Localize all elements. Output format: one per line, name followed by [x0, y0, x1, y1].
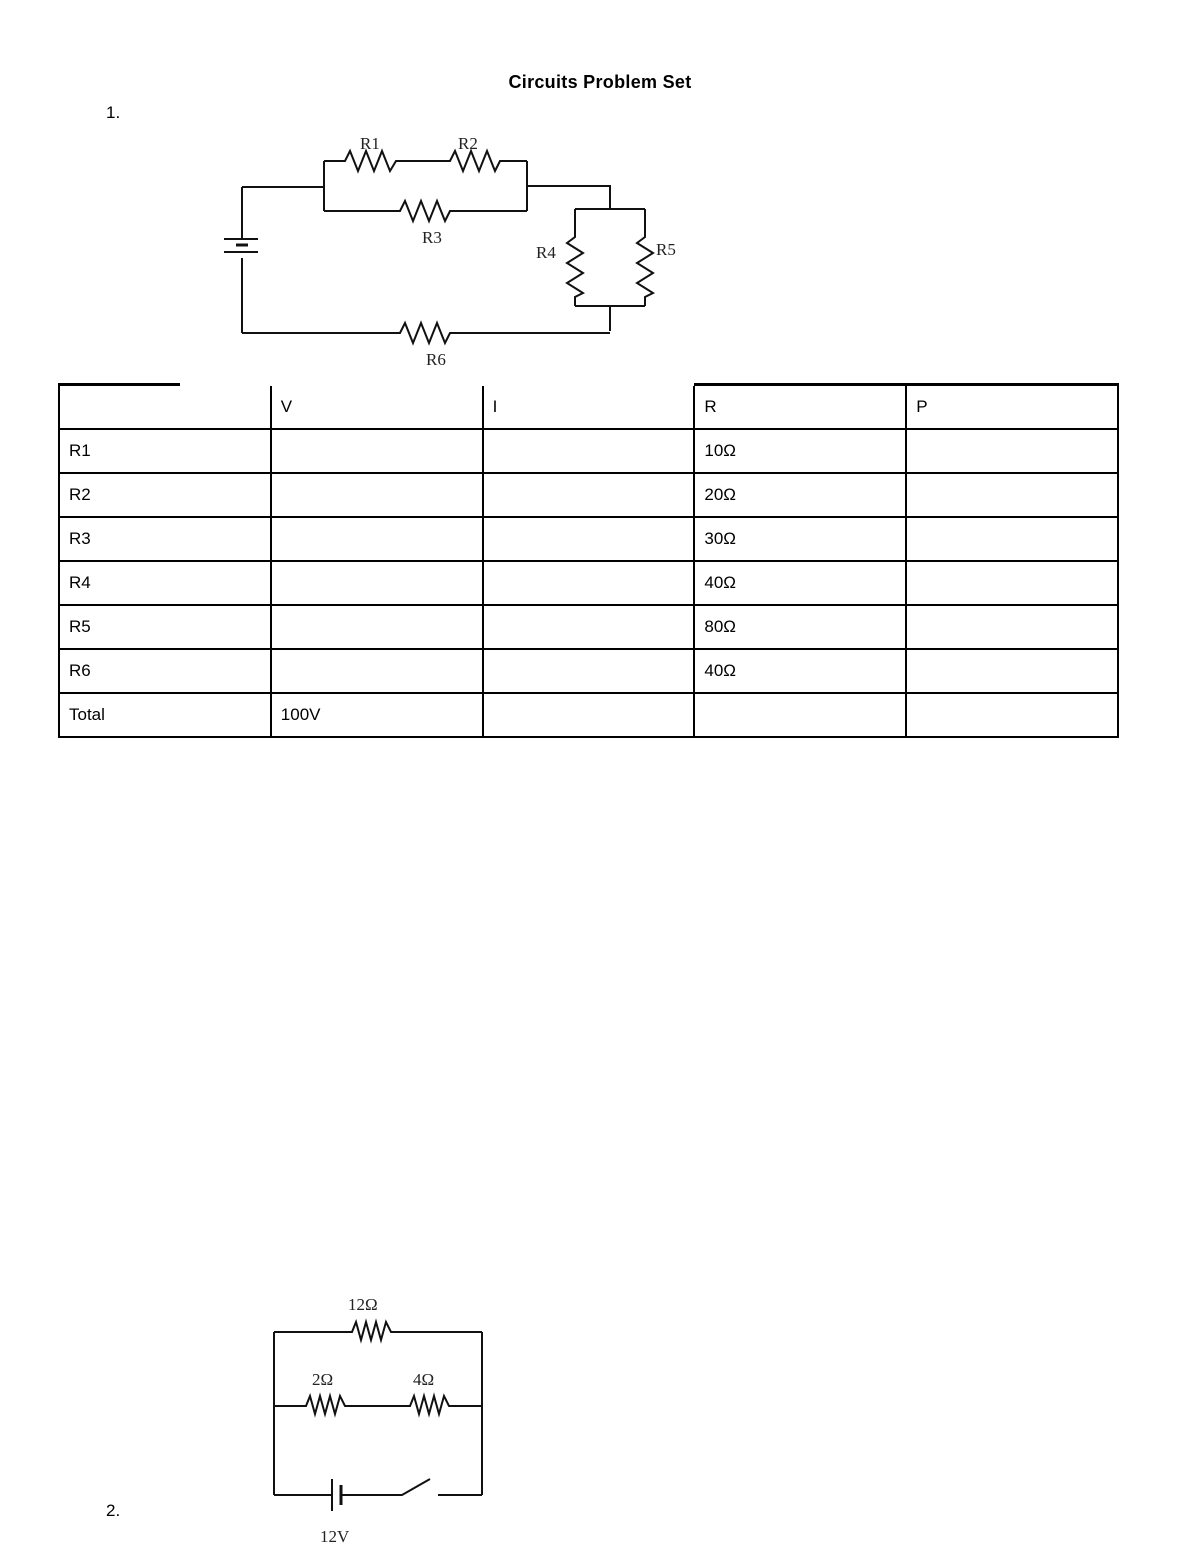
- resistor-12-label: 12Ω: [348, 1295, 378, 1314]
- cell-current: [481, 560, 696, 606]
- header-resistance: R: [693, 383, 908, 430]
- header-voltage: V: [269, 383, 484, 430]
- cell-voltage: 100V: [269, 692, 484, 738]
- cell-voltage: [269, 516, 484, 562]
- cell-current: [481, 648, 696, 694]
- circuit-diagram-1: R1 R2 R3 R4 R5 R6: [200, 115, 700, 375]
- r6-label: R6: [426, 350, 446, 369]
- cell-current: [481, 692, 696, 738]
- cell-power: [905, 648, 1119, 694]
- cell-current: [481, 428, 696, 474]
- header-power: P: [905, 383, 1119, 430]
- cell-power: [905, 428, 1119, 474]
- circuit-diagram-2: 12Ω 2Ω 4Ω 12V: [260, 1285, 500, 1550]
- r2-label: R2: [458, 134, 478, 153]
- cell-current: [481, 604, 696, 650]
- cell-resistance: 10Ω: [693, 428, 908, 474]
- cell-current: [481, 472, 696, 518]
- table-row: R5 80Ω: [58, 604, 1119, 650]
- cell-voltage: [269, 428, 484, 474]
- cell-voltage: [269, 604, 484, 650]
- cell-voltage: [269, 648, 484, 694]
- resistor-2-label: 2Ω: [312, 1370, 333, 1389]
- cell-resistance: 40Ω: [693, 560, 908, 606]
- switch-icon: [341, 1478, 431, 1496]
- table-row-total: Total 100V: [58, 692, 1119, 738]
- header-blank: [58, 383, 272, 430]
- cell-voltage: [269, 472, 484, 518]
- cell-power: [905, 692, 1119, 738]
- cell-current: [481, 516, 696, 562]
- table-row: R4 40Ω: [58, 560, 1119, 606]
- table-row: R3 30Ω: [58, 516, 1119, 562]
- header-current: I: [481, 383, 696, 430]
- table-row: R6 40Ω: [58, 648, 1119, 694]
- battery-icon: [224, 187, 258, 333]
- row-label: R5: [58, 604, 272, 650]
- battery-label: 12V: [320, 1527, 350, 1546]
- row-label: R1: [58, 428, 272, 474]
- circuit-values-table: V I R P R1 10Ω R2 20Ω R3 30Ω R4 40Ω R5 8…: [58, 383, 1119, 738]
- table-row: R1 10Ω: [58, 428, 1119, 474]
- row-label: R4: [58, 560, 272, 606]
- cell-resistance: 40Ω: [693, 648, 908, 694]
- row-label: Total: [58, 692, 272, 738]
- table-header-row: V I R P: [58, 383, 1119, 430]
- cell-voltage: [269, 560, 484, 606]
- cell-resistance: 30Ω: [693, 516, 908, 562]
- problem-2-number: 2.: [106, 1501, 121, 1520]
- page-title: Circuits Problem Set: [508, 72, 692, 92]
- resistor-4-label: 4Ω: [413, 1370, 434, 1389]
- cell-power: [905, 560, 1119, 606]
- cell-resistance: [693, 692, 908, 738]
- r3-label: R3: [422, 228, 442, 247]
- table-row: R2 20Ω: [58, 472, 1119, 518]
- cell-resistance: 20Ω: [693, 472, 908, 518]
- cell-power: [905, 604, 1119, 650]
- r5-label: R5: [656, 240, 676, 259]
- row-label: R6: [58, 648, 272, 694]
- r1-label: R1: [360, 134, 380, 153]
- cell-power: [905, 516, 1119, 562]
- row-label: R3: [58, 516, 272, 562]
- problem-1-number: 1.: [106, 103, 121, 122]
- row-label: R2: [58, 472, 272, 518]
- r4-label: R4: [536, 243, 556, 262]
- cell-power: [905, 472, 1119, 518]
- image-overlap-mask: [180, 372, 694, 386]
- cell-resistance: 80Ω: [693, 604, 908, 650]
